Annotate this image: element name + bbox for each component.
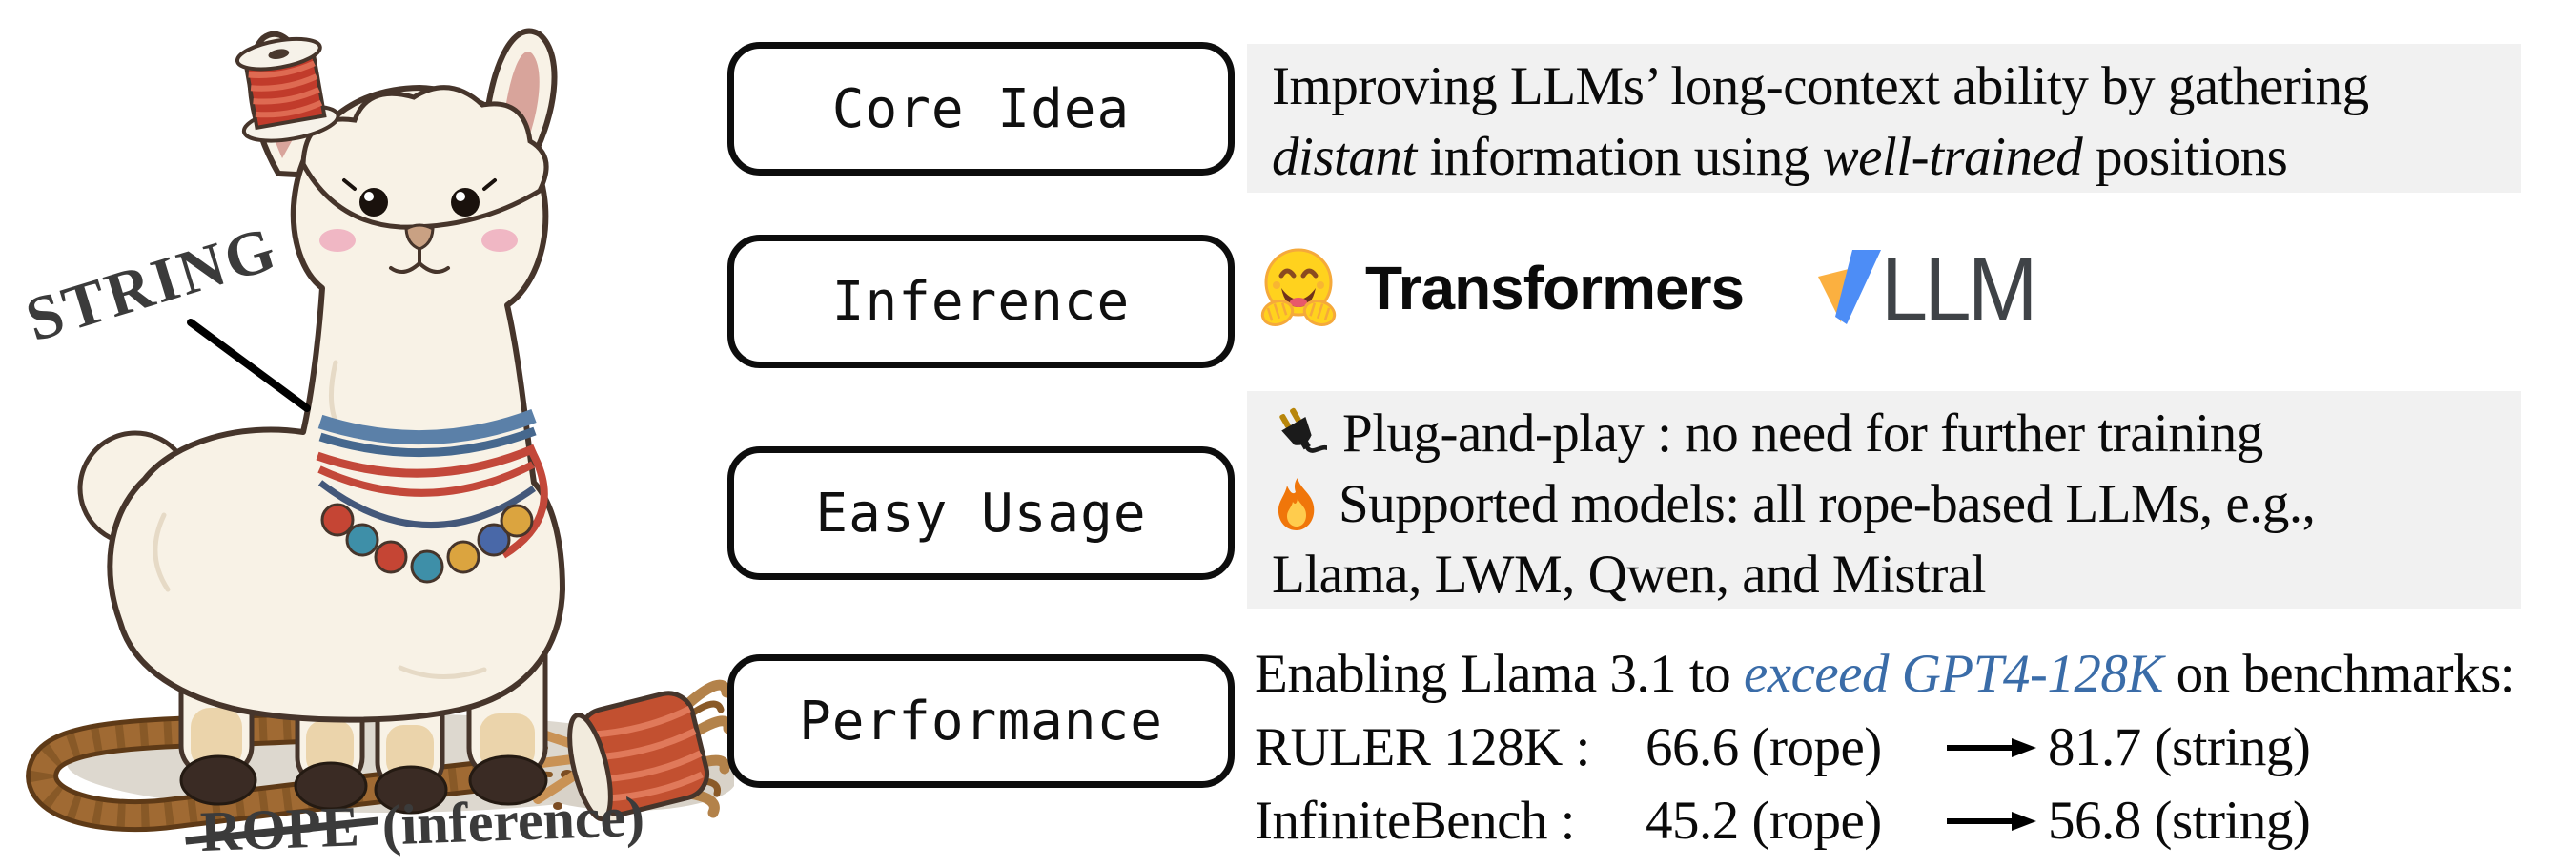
fire-icon (1278, 478, 1315, 530)
performance-intro: Enabling Llama 3.1 to exceed GPT4-128K o… (1255, 644, 2516, 704)
necklace-pompoms (320, 503, 534, 584)
inference-logos-row: Transformers LLM (1257, 233, 2048, 343)
inference-box: Inference (727, 235, 1235, 368)
performance-box-label: Performance (799, 690, 1163, 753)
easy-usage-line-2: Supported models: all rope-based LLMs, e… (1272, 469, 2521, 540)
core-idea-text-block: Improving LLMs’ long-context ability by … (1247, 44, 2521, 193)
arrow-right-icon (1947, 737, 2036, 757)
vllm-wordmark: LLM (1881, 238, 2037, 341)
easy-usage-box: Easy Usage (727, 446, 1235, 580)
hugging-face-icon (1260, 248, 1337, 326)
easy-usage-text-block: Plug-and-play : no need for further trai… (1247, 391, 2521, 609)
exceed-gpt4-highlight: exceed GPT4-128K (1743, 644, 2163, 704)
thread-spool (235, 36, 340, 143)
llama-face (319, 178, 518, 274)
performance-row-ruler: RULER 128K : 66.6 (rope) 81.7 (string) (1255, 717, 2311, 777)
vllm-logo: LLM (1818, 238, 2048, 341)
rope-strikethrough-word: ROPE (195, 794, 364, 865)
llama-crown-fluff (300, 85, 549, 230)
arrow-right-icon (1947, 811, 2036, 831)
inference-box-label: Inference (831, 270, 1131, 333)
core-idea-line-1: Improving LLMs’ long-context ability by … (1272, 56, 2369, 116)
neck-strings (316, 408, 548, 559)
vllm-v-icon (1818, 250, 1882, 324)
transformers-wordmark: Transformers (1365, 254, 1745, 322)
easy-usage-box-label: Easy Usage (815, 482, 1147, 545)
llama-illustration (26, 28, 734, 833)
string-pointer-line (187, 319, 311, 412)
easy-usage-line-3: Llama, LWM, Qwen, and Mistral (1272, 545, 1987, 605)
core-idea-box: Core Idea (727, 42, 1235, 176)
easy-usage-line-1: Plug-and-play : no need for further trai… (1272, 399, 2521, 469)
core-idea-box-label: Core Idea (831, 77, 1131, 140)
core-idea-line-2: distant information using well-trained p… (1272, 127, 2288, 187)
performance-row-infinitebench: InfiniteBench : 45.2 (rope) 56.8 (string… (1255, 791, 2311, 851)
rope-inference-note: (inference) (380, 784, 646, 858)
plug-icon (1279, 407, 1327, 453)
performance-box: Performance (727, 654, 1235, 788)
performance-text-block: Enabling Llama 3.1 to exceed GPT4-128K o… (1255, 637, 2516, 858)
